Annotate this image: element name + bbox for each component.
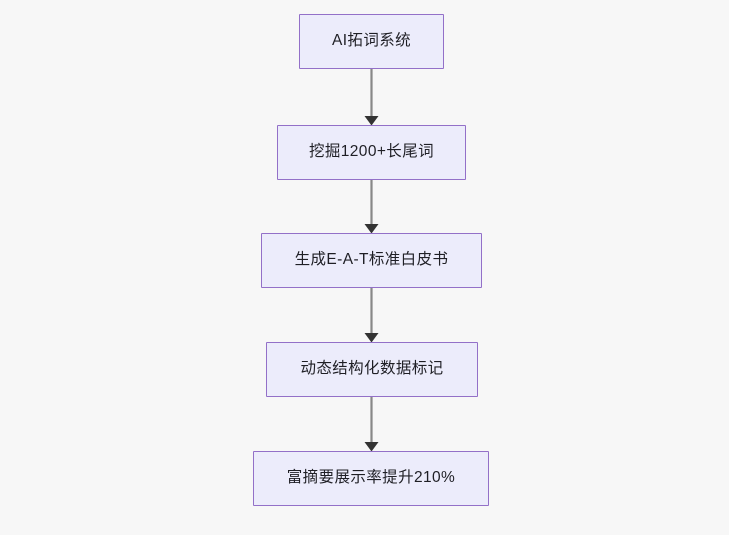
flow-node-label: 富摘要展示率提升210% xyxy=(286,469,456,487)
flow-connector xyxy=(360,180,384,234)
connector-arrowhead xyxy=(364,333,379,343)
flow-node[interactable]: 富摘要展示率提升210% xyxy=(253,451,489,506)
flow-connector xyxy=(360,69,384,126)
flow-node-label: 挖掘1200+长尾词 xyxy=(308,143,435,161)
connector-arrowhead xyxy=(364,442,379,452)
connector-arrowhead xyxy=(364,116,379,126)
flow-node[interactable]: 生成E-A-T标准白皮书 xyxy=(261,233,482,288)
flow-node-label: 生成E-A-T标准白皮书 xyxy=(294,251,449,269)
flow-node[interactable]: AI拓词系统 xyxy=(299,14,444,69)
flow-connector xyxy=(360,397,384,452)
flow-node-label: AI拓词系统 xyxy=(331,32,412,50)
flow-connector xyxy=(360,288,384,343)
flow-node[interactable]: 动态结构化数据标记 xyxy=(266,342,478,397)
flow-node[interactable]: 挖掘1200+长尾词 xyxy=(277,125,466,180)
connector-arrowhead xyxy=(364,224,379,234)
flow-node-label: 动态结构化数据标记 xyxy=(300,360,444,378)
